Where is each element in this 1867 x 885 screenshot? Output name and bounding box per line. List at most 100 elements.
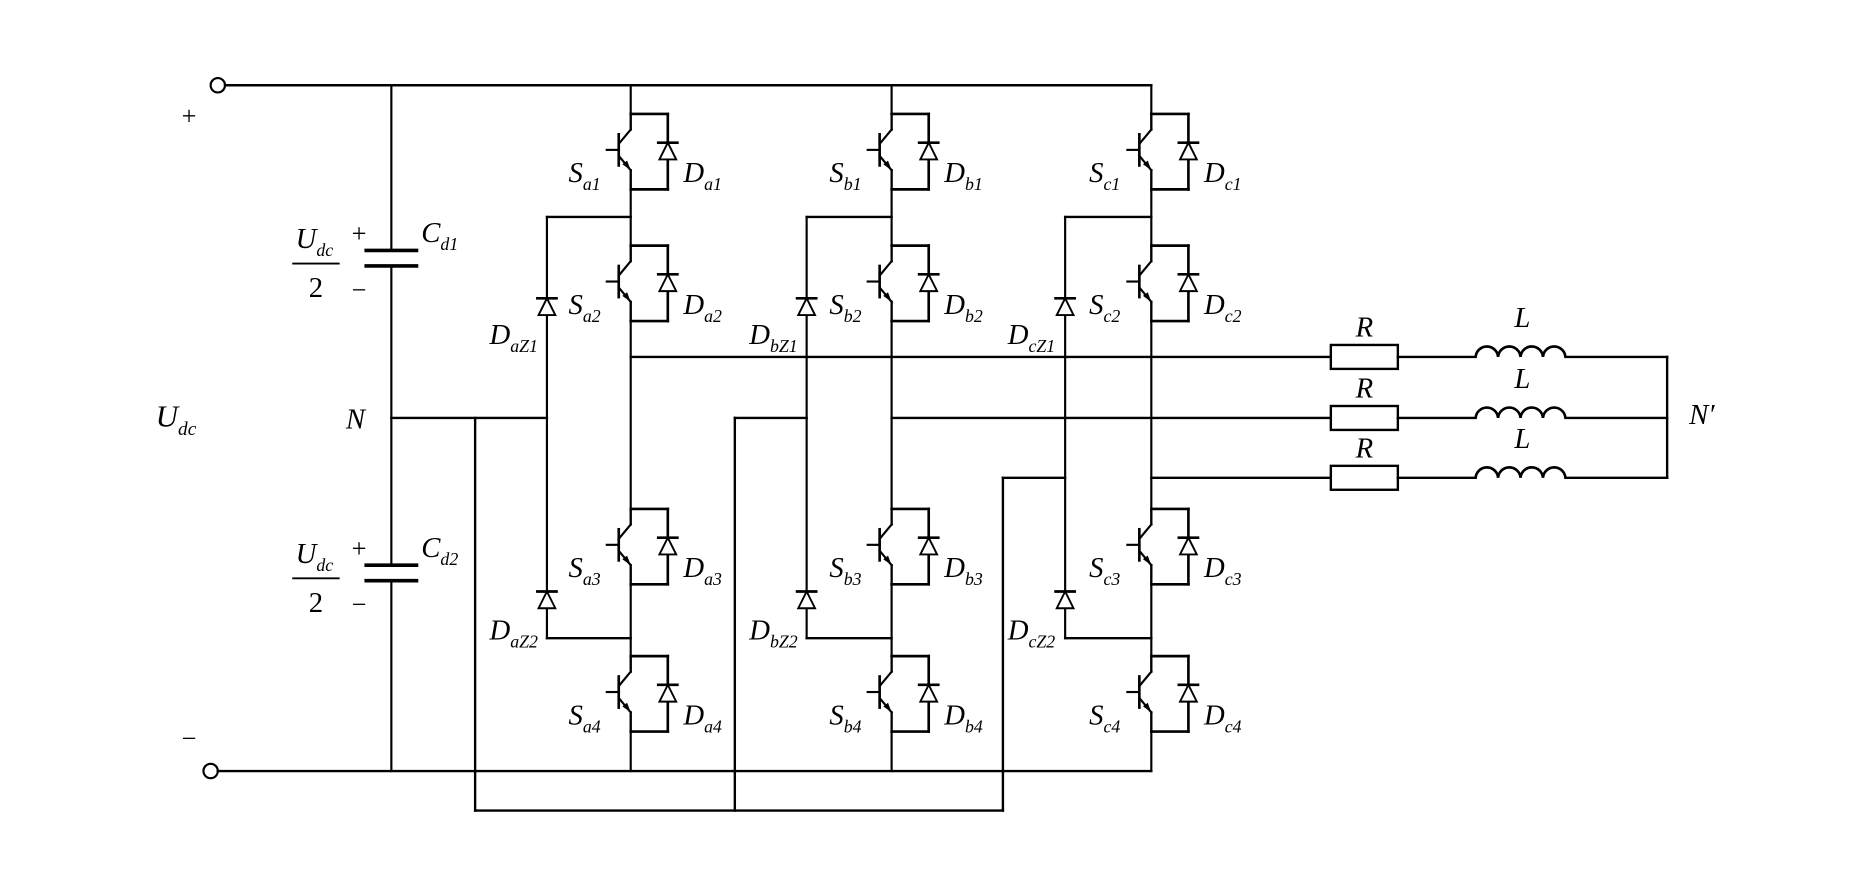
- phase-b-clamp-diode-1-label: DbZ1: [748, 319, 797, 356]
- label-main: S: [1089, 289, 1103, 321]
- phase-b-switch-label: Sb4: [829, 699, 861, 736]
- positive-terminal: [209, 76, 227, 94]
- label-subscript: c4: [1225, 716, 1242, 736]
- phase-a-clamp-diode-2: [537, 589, 557, 610]
- label-main: D: [1007, 319, 1029, 351]
- phase-b-switch-2-collector: [878, 259, 894, 278]
- phase-c-switch-3-collector: [1137, 522, 1153, 541]
- phase-a-diode-label: Da1: [682, 157, 722, 194]
- phase-c-switch-1-collector: [1137, 128, 1153, 146]
- label-subscript: a4: [583, 716, 601, 736]
- label-main: D: [748, 319, 770, 351]
- phase-c-switch-1-antiparallel-diode: [1178, 140, 1199, 161]
- label-main: D: [682, 289, 704, 321]
- dc-voltage-label: Udc: [156, 398, 197, 440]
- phase-a-resistor: [1329, 343, 1400, 371]
- phase-c-switch-4-emitter-arrow-icon: [1142, 702, 1152, 713]
- label-main: D: [488, 319, 510, 351]
- label-subscript: bZ2: [770, 631, 798, 651]
- label-main: D: [943, 289, 965, 321]
- phase-c-switch-1-emitter-arrow-icon: [1142, 160, 1152, 171]
- phase-c-switch-label: Sc1: [1089, 157, 1120, 194]
- capacitor-minus-sign: −: [352, 590, 367, 619]
- phase-a-switch-1-emitter-arrow-icon: [622, 160, 631, 171]
- label-subscript: b2: [844, 306, 862, 326]
- label-main: U: [156, 398, 181, 433]
- phase-a-switch-2-antiparallel-diode: [657, 272, 678, 293]
- phase-a-switch-label: Sa4: [568, 699, 600, 736]
- label-main: U: [296, 538, 319, 570]
- label-main: C: [421, 217, 441, 249]
- phase-b-switch-3-antiparallel-diode: [918, 535, 939, 556]
- label-subscript: c3: [1225, 569, 1242, 589]
- capacitor-voltage-denominator: 2: [309, 587, 323, 619]
- phase-a-inductor: [1474, 345, 1567, 358]
- label-main: S: [829, 289, 843, 321]
- label-main: S: [568, 289, 582, 321]
- phase-a-diode-label: Da3: [682, 552, 722, 589]
- phase-a-switch-3-collector: [617, 522, 633, 541]
- phase-c-inductor-label: L: [1513, 423, 1530, 455]
- phase-a-inductor-label: L: [1513, 302, 1530, 334]
- phase-a-diode-label: Da4: [682, 699, 722, 736]
- neutral-point-label: N: [345, 404, 367, 436]
- load-neutral-label: N′: [1688, 399, 1715, 431]
- label-subscript: cZ1: [1028, 336, 1055, 356]
- phase-c-clamp-diode-1-label: DcZ1: [1007, 319, 1055, 356]
- label-main: D: [1007, 614, 1029, 646]
- label-subscript: aZ1: [510, 336, 538, 356]
- phase-c-diode-label: Dc3: [1203, 552, 1242, 589]
- phase-b-clamp-diode-2: [796, 589, 817, 610]
- label-subscript: d2: [440, 549, 458, 569]
- capacitor-plus-sign: +: [352, 534, 367, 563]
- label-main: D: [1203, 699, 1225, 731]
- label-main: S: [1089, 552, 1103, 584]
- phase-c-diode-label: Dc2: [1203, 289, 1242, 326]
- label-subscript: dc: [178, 419, 197, 440]
- label-main: D: [682, 552, 704, 584]
- capacitor-plus-sign: +: [352, 219, 367, 248]
- phase-a-switch-2-collector: [617, 259, 633, 278]
- phase-b-inductor-label: L: [1513, 363, 1530, 395]
- phase-c-switch-3-antiparallel-diode: [1178, 535, 1199, 556]
- negative-terminal: [202, 762, 219, 780]
- phase-a-switch-1-collector: [617, 128, 633, 146]
- phase-b-switch-4-emitter-arrow-icon: [883, 702, 892, 713]
- phase-a-switch-label: Sa2: [568, 289, 600, 326]
- label-main: S: [568, 552, 582, 584]
- label-subscript: c2: [1225, 306, 1242, 326]
- negative-sign: −: [182, 724, 197, 753]
- label-main: D: [682, 157, 704, 189]
- phase-a-switch-4-antiparallel-diode: [657, 682, 678, 703]
- label-subscript: a3: [583, 569, 601, 589]
- label-subscript: b1: [965, 174, 983, 194]
- phase-b-resistor: [1329, 404, 1400, 432]
- label-main: D: [682, 699, 704, 731]
- phase-b-switch-3-emitter-arrow-icon: [883, 555, 892, 566]
- phase-b-clamp-diode-1: [796, 296, 817, 316]
- label-subscript: b1: [844, 174, 862, 194]
- label-main: D: [943, 699, 965, 731]
- phase-b-switch-1-antiparallel-diode: [918, 140, 939, 161]
- label-main: S: [1089, 157, 1103, 189]
- label-main: C: [421, 532, 441, 564]
- phase-c-clamp-diode-2: [1055, 589, 1076, 610]
- phase-c-resistor: [1329, 464, 1400, 491]
- phase-b-switch-1-emitter-arrow-icon: [883, 160, 892, 171]
- label-main: D: [943, 157, 965, 189]
- phase-b-resistor-label: R: [1355, 373, 1374, 405]
- label-subscript: a3: [704, 569, 722, 589]
- label-main: U: [296, 223, 319, 255]
- capacitor-voltage-denominator: 2: [309, 272, 323, 304]
- capacitor-minus-sign: −: [352, 275, 367, 304]
- phase-b-switch-label: Sb1: [829, 157, 861, 194]
- phase-c-switch-2-antiparallel-diode: [1178, 272, 1199, 293]
- label-main: S: [829, 699, 843, 731]
- phase-c-clamp-diode-1: [1055, 296, 1076, 316]
- capacitor-voltage-numerator: Udc: [296, 223, 334, 260]
- label-subscript: d1: [440, 234, 458, 254]
- label-subscript: cZ2: [1028, 631, 1055, 651]
- phase-c-diode-label: Dc1: [1203, 157, 1242, 194]
- phase-b-switch-3-collector: [878, 522, 894, 541]
- label-main: S: [829, 157, 843, 189]
